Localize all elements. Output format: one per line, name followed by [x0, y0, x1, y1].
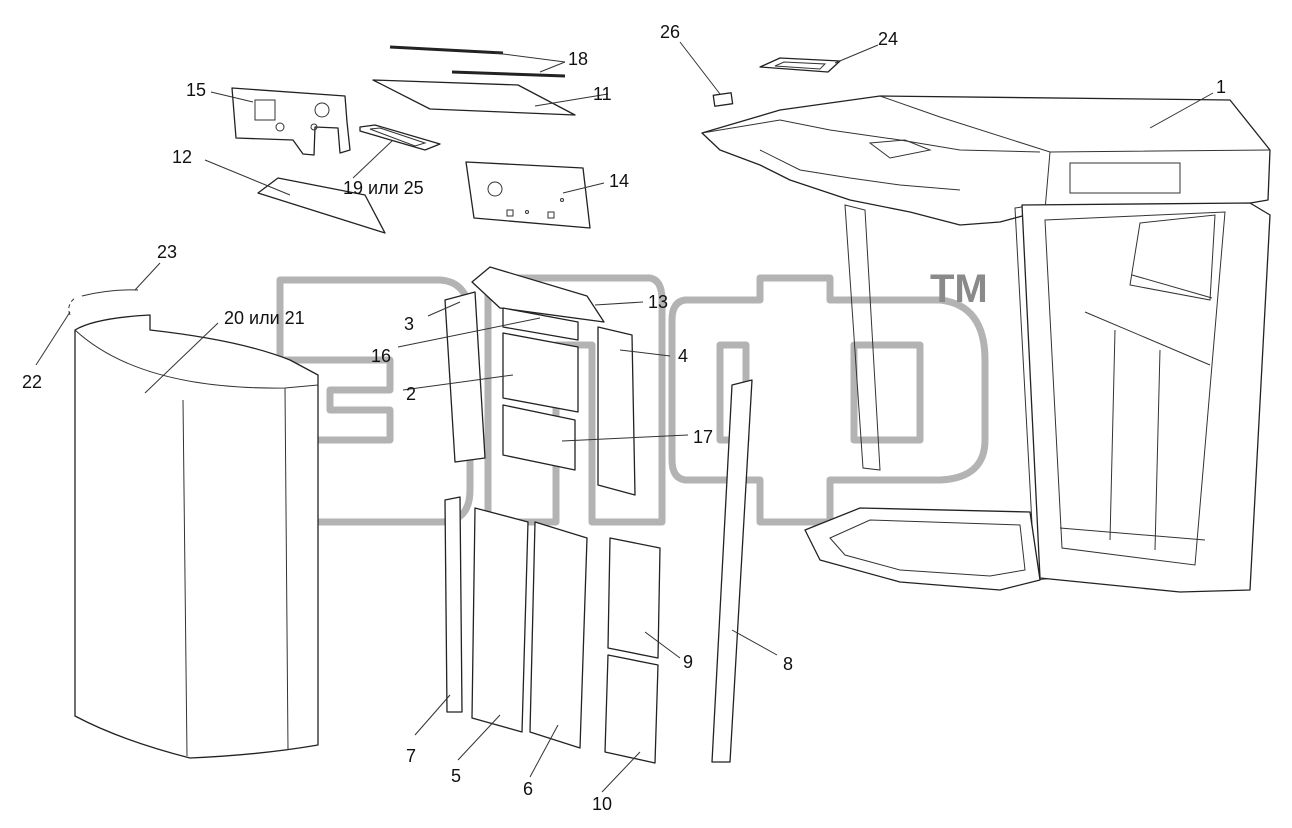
callout-13: 13	[648, 292, 668, 312]
callout-17: 17	[693, 427, 713, 447]
callout-26: 26	[660, 22, 680, 42]
callout-16: 16	[371, 346, 391, 366]
callout-20-21: 20 или 21	[224, 308, 305, 328]
part-10-panel	[604, 654, 659, 764]
callouts: 1 2 3 4 5 6 7 8 9 10 11 12 13 14 15 16 1…	[22, 22, 1226, 814]
callout-23: 23	[157, 242, 177, 262]
callout-14: 14	[609, 171, 629, 191]
part-15-panel	[231, 87, 351, 156]
callout-7: 7	[406, 746, 416, 766]
callout-24: 24	[878, 29, 898, 49]
callout-11: 11	[593, 84, 612, 104]
callout-10: 10	[592, 794, 612, 814]
part-24-frame	[759, 57, 841, 73]
part-11-glass	[372, 79, 576, 116]
part-8-strip	[711, 379, 753, 763]
part-23-seal	[81, 289, 139, 297]
part-26-small-piece	[712, 92, 734, 107]
part-19-25-frame	[359, 124, 441, 151]
part-4-panel	[597, 326, 636, 496]
callout-19-25: 19 или 25	[343, 178, 424, 198]
callout-4: 4	[678, 346, 688, 366]
callout-18: 18	[568, 49, 588, 69]
part-14-panel	[465, 161, 591, 229]
part-20-21-curved-panel	[74, 314, 319, 759]
part-18-strips	[389, 45, 566, 78]
part-6-panel	[529, 521, 588, 749]
callout-12: 12	[172, 147, 192, 167]
watermark-tm: TM	[930, 267, 988, 311]
part-9-panel	[607, 537, 661, 659]
callout-3: 3	[404, 314, 414, 334]
part-5-panel	[471, 507, 529, 733]
callout-5: 5	[451, 766, 461, 786]
leader-lines	[35, 41, 1214, 793]
part-1-cab-frame	[701, 95, 1271, 593]
callout-2: 2	[406, 384, 416, 404]
part-2-panel	[502, 332, 579, 413]
callout-22: 22	[22, 372, 42, 392]
part-7-strip	[444, 496, 463, 713]
callout-6: 6	[523, 779, 533, 799]
part-17-panel	[502, 404, 576, 471]
part-16-panel	[502, 307, 579, 341]
callout-9: 9	[683, 652, 693, 672]
part-12-trim	[257, 177, 386, 234]
part-3-panel	[444, 291, 486, 463]
callout-1: 1	[1216, 77, 1226, 97]
callout-15: 15	[186, 80, 206, 100]
callout-8: 8	[783, 654, 793, 674]
